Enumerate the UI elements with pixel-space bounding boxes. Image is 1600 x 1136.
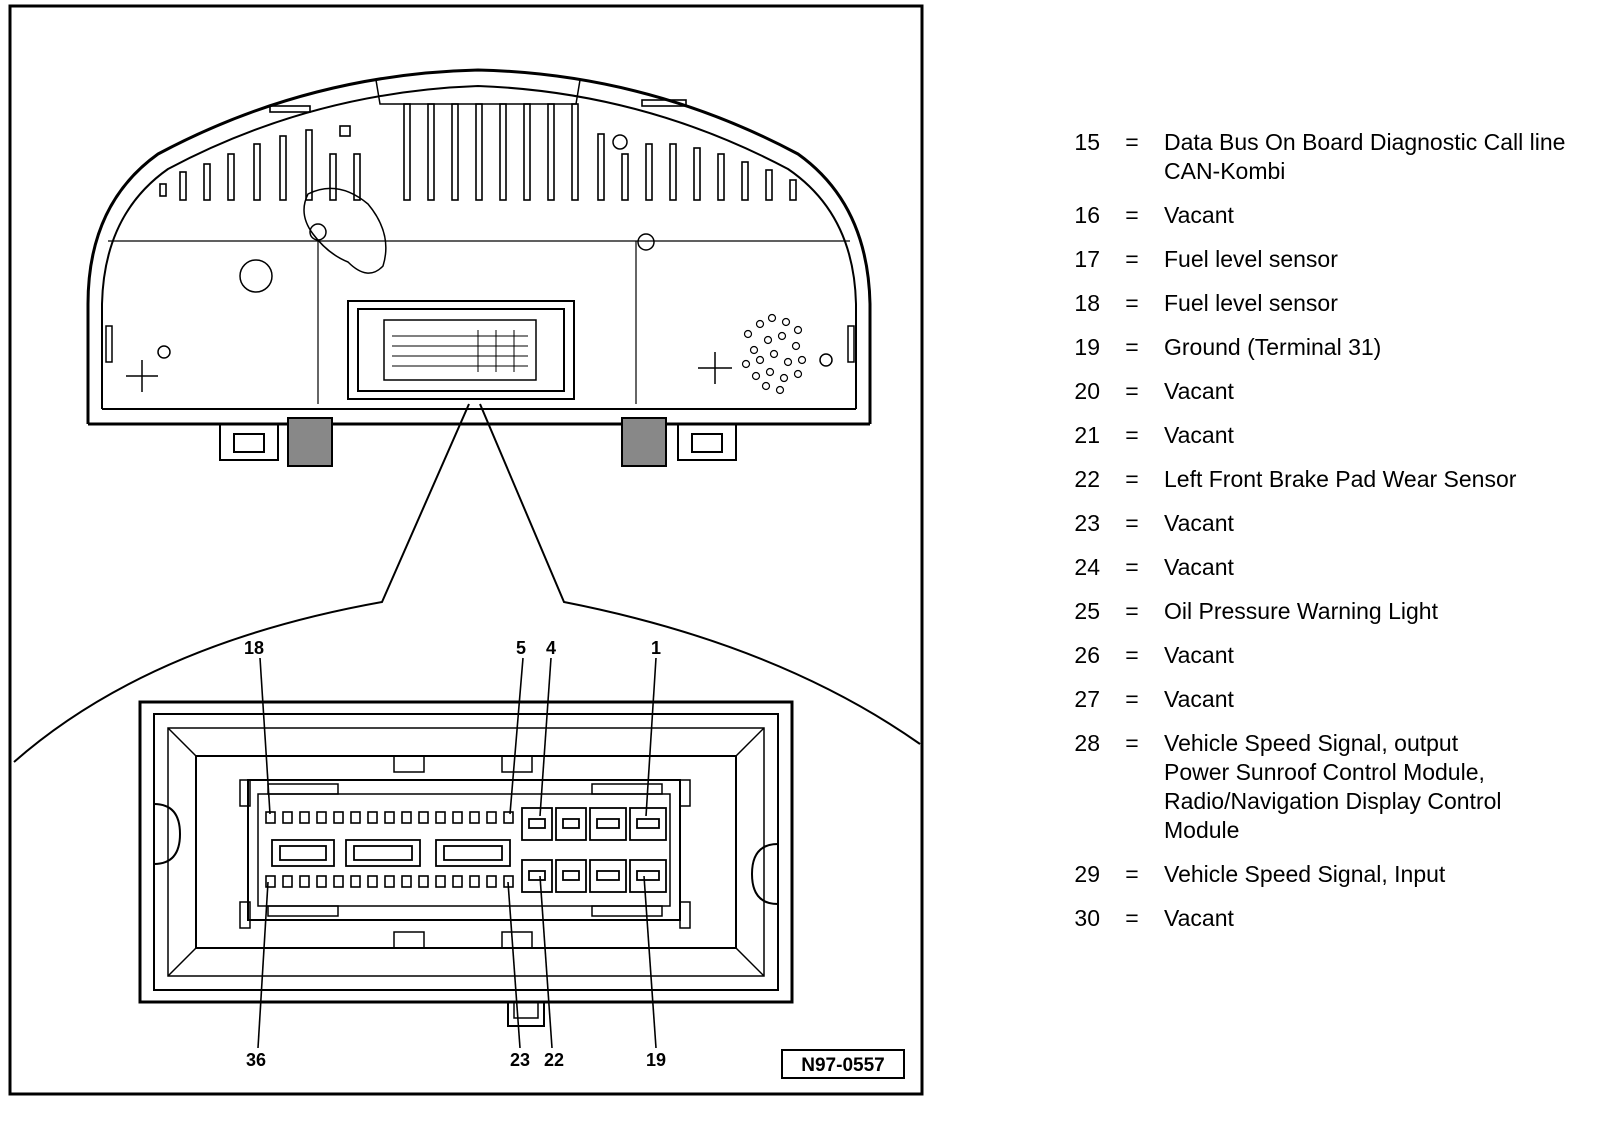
legend-row: 29 = Vehicle Speed Signal, Input xyxy=(1060,860,1590,889)
legend-equals: = xyxy=(1125,290,1139,316)
legend-description: Vacant xyxy=(1164,905,1234,931)
legend-pin-number: 25 xyxy=(1074,598,1100,624)
legend-equals: = xyxy=(1125,129,1139,155)
legend-equals: = xyxy=(1125,730,1139,756)
reference-code: N97-0557 xyxy=(801,1055,884,1076)
pin-label-22: 22 xyxy=(544,1050,564,1070)
legend-pin-number: 15 xyxy=(1074,129,1100,155)
legend-equals: = xyxy=(1125,861,1139,887)
legend-equals: = xyxy=(1125,598,1139,624)
legend-equals: = xyxy=(1125,642,1139,668)
legend-row: 23 = Vacant xyxy=(1060,509,1590,538)
legend-equals: = xyxy=(1125,334,1139,360)
legend-equals: = xyxy=(1125,686,1139,712)
legend-row: 18 = Fuel level sensor xyxy=(1060,289,1590,318)
legend-pin-number: 22 xyxy=(1074,466,1100,492)
legend-pin-number: 19 xyxy=(1074,334,1100,360)
legend-row: 22 = Left Front Brake Pad Wear Sensor xyxy=(1060,465,1590,494)
legend-description: Vehicle Speed Signal, Input xyxy=(1164,861,1446,887)
key-slots xyxy=(271,839,511,867)
legend-equals: = xyxy=(1125,202,1139,228)
legend-row: 26 = Vacant xyxy=(1060,641,1590,670)
legend-row: 27 = Vacant xyxy=(1060,685,1590,714)
legend-pin-number: 21 xyxy=(1074,422,1100,448)
reference-box xyxy=(781,1049,905,1079)
legend-description: Left Front Brake Pad Wear Sensor xyxy=(1164,466,1517,492)
instrument-cluster xyxy=(86,68,872,426)
legend-equals: = xyxy=(1125,905,1139,931)
legend-row: 28 = Vehicle Speed Signal, output Power Su… xyxy=(1060,729,1590,845)
legend-pin-number: 24 xyxy=(1074,554,1100,580)
legend-equals: = xyxy=(1125,422,1139,448)
legend-row: 24 = Vacant xyxy=(1060,553,1590,582)
legend-description: Vacant xyxy=(1164,554,1234,580)
housing-slots xyxy=(159,99,797,201)
legend-row: 25 = Oil Pressure Warning Light xyxy=(1060,597,1590,626)
legend-description: Vacant xyxy=(1164,202,1234,228)
legend-pin-number: 20 xyxy=(1074,378,1100,404)
pin-label-5: 5 xyxy=(516,638,526,658)
pin-label-36: 36 xyxy=(246,1050,266,1070)
legend-pin-number: 18 xyxy=(1074,290,1100,316)
legend-pin-number: 29 xyxy=(1074,861,1100,887)
legend-description: Vacant xyxy=(1164,510,1234,536)
legend-pin-number: 23 xyxy=(1074,510,1100,536)
legend-row: 17 = Fuel level sensor xyxy=(1060,245,1590,274)
legend-pin-number: 27 xyxy=(1074,686,1100,712)
pin-label-23: 23 xyxy=(510,1050,530,1070)
pin-legend: 15 = Data Bus On Board Diagnostic Call lin… xyxy=(1060,128,1590,948)
legend-equals: = xyxy=(1125,554,1139,580)
legend-equals: = xyxy=(1125,510,1139,536)
speaker-holes xyxy=(741,313,807,395)
legend-row: 30 = Vacant xyxy=(1060,904,1590,933)
legend-description: Ground (Terminal 31) xyxy=(1164,334,1382,360)
legend-description: Vacant xyxy=(1164,686,1234,712)
legend-description: Oil Pressure Warning Light xyxy=(1164,598,1438,624)
cluster-connector xyxy=(219,300,737,467)
legend-description: Data Bus On Board Diagnostic Call line C… xyxy=(1164,129,1566,184)
figure-frame xyxy=(8,4,924,1096)
legend-equals: = xyxy=(1125,246,1139,272)
pin-label-19: 19 xyxy=(646,1050,666,1070)
connector-diagram: 18 5 4 1 36 23 22 19 N97-0557 xyxy=(8,4,924,1096)
legend-description: Vehicle Speed Signal, output Power Sunro… xyxy=(1164,730,1502,843)
pin-row-bottom xyxy=(265,875,514,888)
legend-pin-number: 30 xyxy=(1074,905,1100,931)
pin-label-18: 18 xyxy=(244,638,264,658)
legend-pin-number: 28 xyxy=(1074,730,1100,756)
pin-label-4: 4 xyxy=(546,638,556,658)
legend-description: Fuel level sensor xyxy=(1164,246,1338,272)
legend-description: Vacant xyxy=(1164,378,1234,404)
legend-description: Vacant xyxy=(1164,422,1234,448)
legend-row: 20 = Vacant xyxy=(1060,377,1590,406)
magnification-callout xyxy=(13,403,921,763)
legend-row: 16 = Vacant xyxy=(1060,201,1590,230)
legend-description: Fuel level sensor xyxy=(1164,290,1338,316)
enlarged-connector xyxy=(138,700,794,1027)
pin-label-1: 1 xyxy=(651,638,661,658)
legend-equals: = xyxy=(1125,466,1139,492)
legend-description: Vacant xyxy=(1164,642,1234,668)
legend-row: 19 = Ground (Terminal 31) xyxy=(1060,333,1590,362)
legend-pin-number: 26 xyxy=(1074,642,1100,668)
power-pins xyxy=(521,807,667,893)
pin-row-top xyxy=(265,811,514,824)
legend-equals: = xyxy=(1125,378,1139,404)
legend-row: 21 = Vacant xyxy=(1060,421,1590,450)
pin-leaders xyxy=(257,657,657,1049)
legend-row: 15 = Data Bus On Board Diagnostic Call lin… xyxy=(1060,128,1590,186)
legend-pin-number: 16 xyxy=(1074,202,1100,228)
legend-pin-number: 17 xyxy=(1074,246,1100,272)
